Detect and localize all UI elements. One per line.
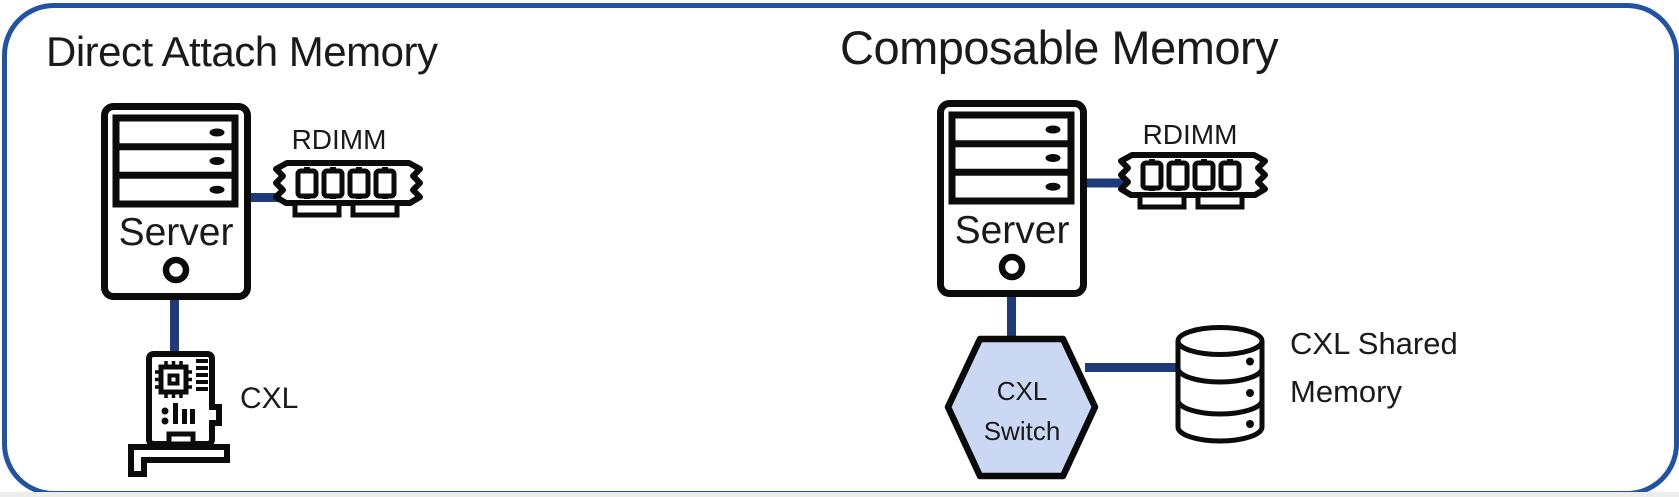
shared-memory-database-icon (1175, 325, 1265, 444)
cxl-switch-hexagon (944, 335, 1099, 480)
server-label: Server (118, 211, 234, 254)
server-icon (941, 104, 1084, 294)
bottom-edge-strip (0, 492, 1679, 497)
rdimm-label: RDIMM (1142, 119, 1238, 150)
server-icon (105, 107, 248, 297)
cxl-switch-label: CXL Switch (983, 376, 1061, 446)
cxl-shared-memory-label: CXL Shared Memory (1290, 326, 1458, 409)
rdimm-label: RDIMM (291, 124, 387, 155)
rdimm-icon (1121, 155, 1265, 207)
server-label: Server (954, 209, 1070, 252)
cxl-card-label: CXL (240, 382, 299, 415)
rdimm-icon (276, 163, 420, 215)
right-panel-title: Composable Memory (840, 21, 1279, 74)
left-panel-title: Direct Attach Memory (46, 28, 438, 75)
cxl-card-icon (128, 351, 230, 477)
